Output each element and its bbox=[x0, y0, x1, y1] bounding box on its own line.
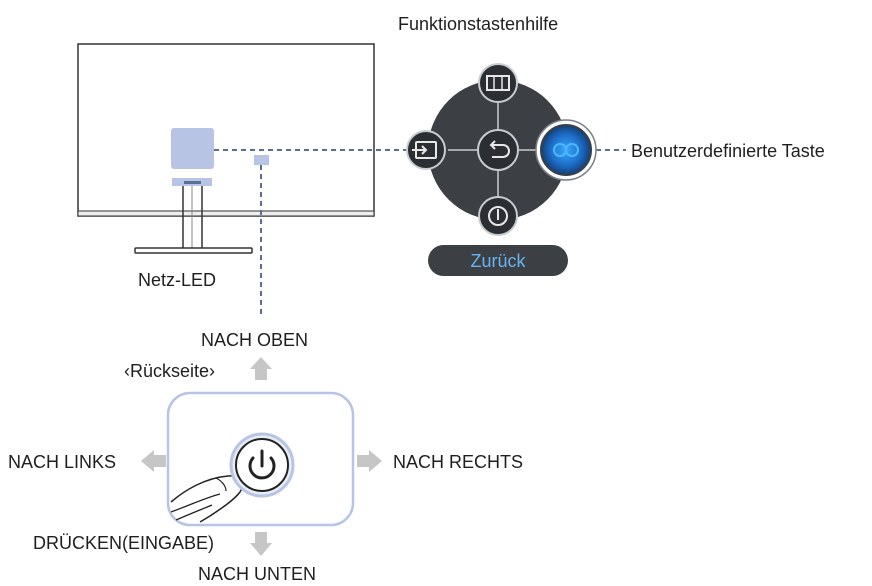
back-label-pill bbox=[428, 245, 568, 276]
monitor-screen bbox=[77, 43, 375, 217]
joystick-power-button[interactable] bbox=[229, 432, 295, 498]
arrow-up-icon bbox=[250, 357, 272, 380]
press-enter-label: DRÜCKEN(EINGABE) bbox=[33, 533, 215, 553]
direction-up-label: NACH OBEN bbox=[201, 330, 309, 350]
monitor bbox=[77, 43, 375, 254]
stand-base bbox=[134, 247, 253, 254]
power-led-zone bbox=[171, 128, 214, 169]
rear-side-label: ‹Rückseite› bbox=[124, 361, 216, 381]
direction-left-label: NACH LINKS bbox=[8, 452, 117, 472]
arrow-left-icon bbox=[141, 450, 166, 472]
custom-key-icon[interactable] bbox=[535, 119, 597, 181]
direction-right-label: NACH RECHTS bbox=[393, 452, 524, 472]
joystick-location-marker bbox=[254, 155, 269, 165]
direction-down-label: NACH UNTEN bbox=[198, 564, 317, 584]
custom-key-label: Benutzerdefinierte Taste bbox=[631, 141, 825, 161]
return-icon[interactable] bbox=[477, 129, 519, 171]
function-key-guide: Zurück bbox=[406, 63, 597, 276]
monitor-bezel-bottom bbox=[77, 210, 375, 217]
picture-mode-icon[interactable] bbox=[478, 63, 518, 103]
input-source-icon[interactable] bbox=[406, 130, 446, 170]
arrow-right-icon bbox=[357, 450, 382, 472]
back-label: Zurück bbox=[470, 251, 526, 271]
arrow-down-icon bbox=[250, 532, 272, 556]
guide-title: Funktionstastenhilfe bbox=[398, 14, 559, 34]
power-led-label: Netz-LED bbox=[138, 270, 217, 290]
power-off-icon[interactable] bbox=[478, 196, 518, 236]
power-icon bbox=[248, 456, 276, 480]
